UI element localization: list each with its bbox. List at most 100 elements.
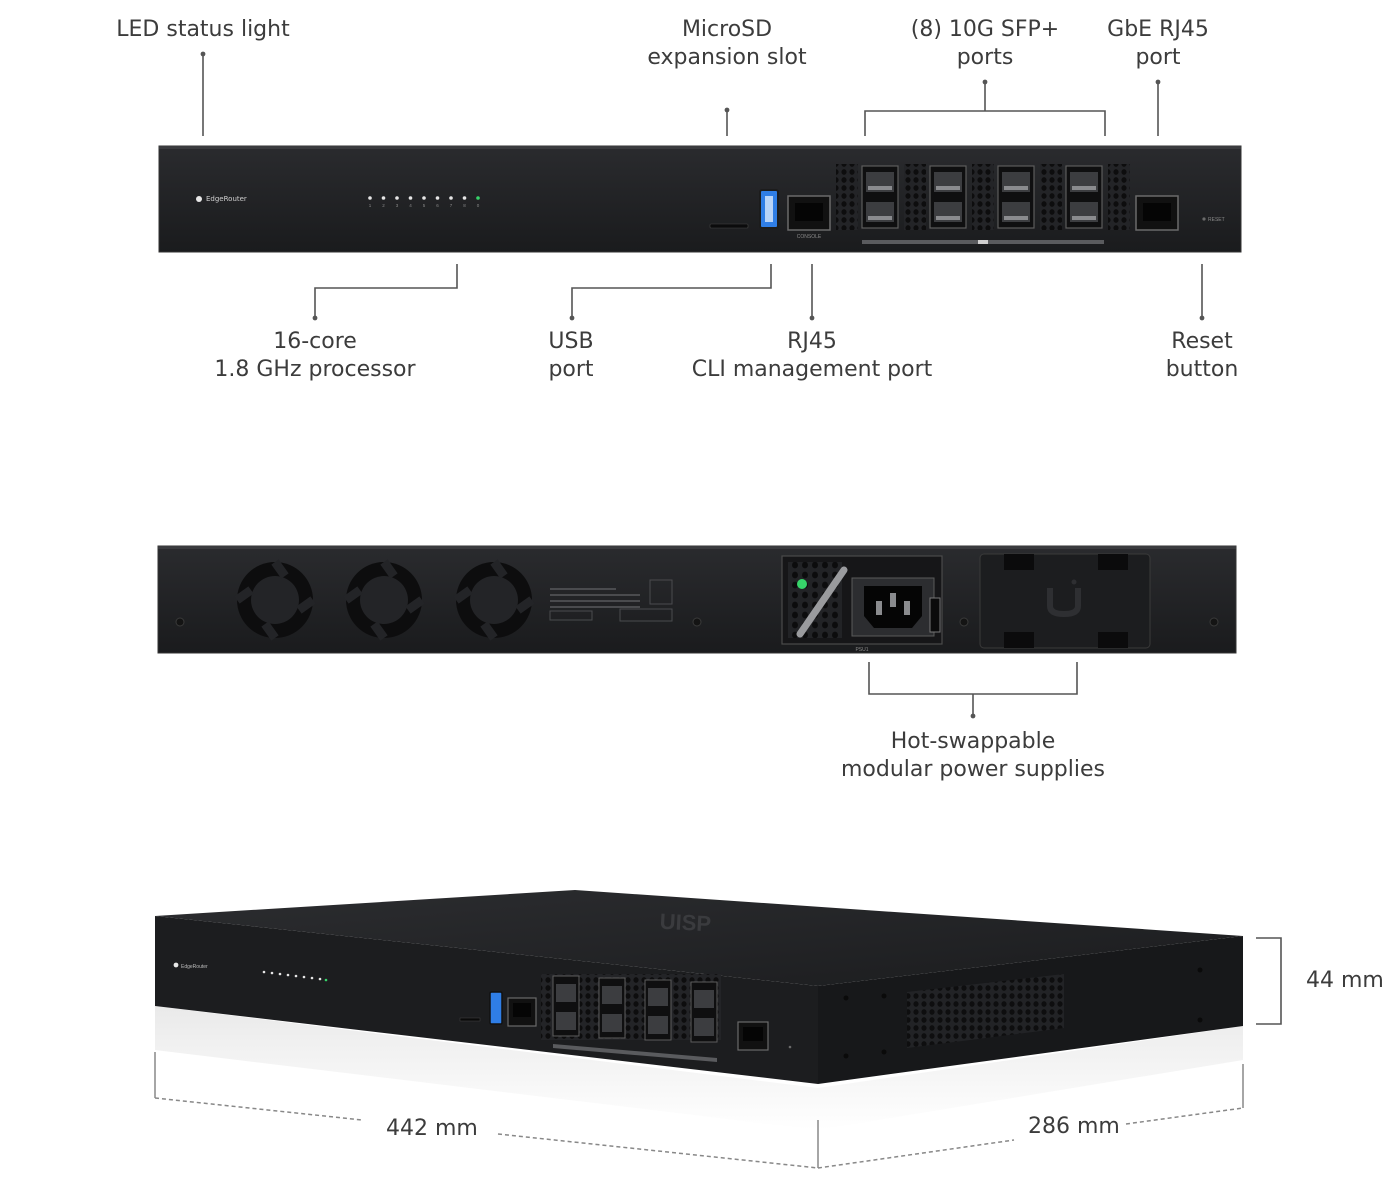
console-port-socket <box>795 203 823 221</box>
label-usb-port: USB port <box>511 328 631 384</box>
label-line: Hot-swappable <box>890 729 1056 754</box>
brand-u-icon <box>1047 588 1081 618</box>
led-3 <box>395 196 399 200</box>
led-row: 1 2 3 4 5 6 7 8 0 <box>368 196 480 208</box>
console-label: CONSOLE <box>797 234 822 240</box>
sfp-block-3d <box>541 974 721 1062</box>
screw-icon <box>692 617 702 627</box>
label-line: (8) 10G SFP+ <box>910 17 1060 42</box>
screw-icon <box>1209 617 1219 627</box>
label-line: MicroSD <box>681 17 773 42</box>
leader-dots <box>200 51 1205 321</box>
sfp-cage <box>929 165 967 229</box>
fan-icon <box>453 559 535 641</box>
dimension-depth: 286 mm <box>1024 1114 1124 1139</box>
label-line: GbE RJ45 <box>1107 17 1209 42</box>
label-console-port: RJ45 CLI management port <box>672 328 952 384</box>
label-line: ports <box>956 45 1014 70</box>
screw-icon <box>959 617 969 627</box>
label-line: button <box>1165 357 1239 382</box>
rear-panel: PSU1 <box>157 545 1237 654</box>
leader-processor <box>314 264 458 316</box>
label-gbe-port: GbE RJ45 port <box>1078 16 1238 72</box>
psu-blank-module <box>979 553 1151 649</box>
label-line: LED status light <box>116 17 290 42</box>
dimension-width: 442 mm <box>382 1116 482 1141</box>
led-8 <box>462 196 467 200</box>
led-2 <box>381 196 386 200</box>
dimension-height: 44 mm <box>1302 968 1388 993</box>
label-processor: 16-core 1.8 GHz processor <box>195 328 435 384</box>
reset-label: RESET <box>1208 217 1225 223</box>
led-number: 4 <box>409 203 412 208</box>
usb-port-insert <box>765 196 773 222</box>
brand-logo-icon <box>196 196 202 202</box>
screw-icon <box>175 617 185 627</box>
label-line: port <box>1135 45 1181 70</box>
label-line: port <box>548 357 594 382</box>
led-5 <box>422 196 426 200</box>
led-1 <box>368 196 372 200</box>
led-7 <box>449 196 453 200</box>
led-number: 0 <box>477 203 480 208</box>
reset-button <box>1202 217 1206 221</box>
led-number: 3 <box>396 203 399 208</box>
label-sfp-ports: (8) 10G SFP+ ports <box>885 16 1085 72</box>
led-number: 2 <box>382 203 385 208</box>
label-line: Reset <box>1171 329 1233 354</box>
sfp-cage <box>861 165 899 229</box>
side-vent <box>907 974 1064 1048</box>
led-number: 5 <box>423 203 426 208</box>
microsd-slot <box>709 223 749 229</box>
label-line: expansion slot <box>647 45 807 70</box>
led-6 <box>435 196 440 200</box>
label-line: RJ45 <box>787 329 837 354</box>
fan-icon <box>343 559 425 641</box>
led-number: 7 <box>450 203 453 208</box>
led-number: 1 <box>369 203 372 208</box>
led-number: 6 <box>436 203 439 208</box>
chassis-front <box>155 916 818 1084</box>
psu-handle <box>796 566 848 638</box>
brand-logo-icon <box>173 962 179 968</box>
front-leader-lines <box>202 56 1203 316</box>
label-line: CLI management port <box>691 357 933 382</box>
gbe-port-socket <box>1143 203 1171 221</box>
front-panel: EdgeRouter 1 2 3 4 5 6 7 8 0 <box>158 145 1242 253</box>
label-power-supplies: Hot-swappable modular power supplies <box>833 728 1113 784</box>
leader-psu <box>868 662 1078 695</box>
label-line: 1.8 GHz processor <box>214 357 416 382</box>
label-line: 16-core <box>273 329 357 354</box>
spec-label <box>549 579 673 622</box>
label-microsd-slot: MicroSD expansion slot <box>627 16 827 72</box>
chassis-top <box>155 890 1243 986</box>
led-0 <box>476 196 480 200</box>
top-logo: UISP <box>659 909 712 937</box>
psu-module: PSU1 <box>781 555 943 653</box>
width-dimension-line <box>154 1052 819 1169</box>
depth-dimension-line <box>817 1064 1244 1169</box>
height-dimension-line <box>1256 937 1282 1025</box>
label-reset-button: Reset button <box>1142 328 1262 384</box>
perspective-view: UISP EdgeRouter <box>155 890 1243 1130</box>
sfp-cage <box>1065 165 1103 229</box>
psu-led <box>797 579 807 589</box>
label-line: USB <box>548 329 594 354</box>
fan-icon <box>234 559 316 641</box>
rear-leader-lines <box>868 662 1078 714</box>
label-line: modular power supplies <box>841 757 1105 782</box>
usb-port-3d <box>489 991 503 1025</box>
sfp-cage <box>997 165 1035 229</box>
label-led-status-light: LED status light <box>103 16 303 44</box>
sfp-block <box>836 164 1130 244</box>
psu-label: PSU1 <box>855 647 868 653</box>
led-4 <box>408 196 413 200</box>
brand-text: EdgeRouter <box>206 195 247 203</box>
leader-sfp <box>864 110 1106 136</box>
led-number: 8 <box>463 203 466 208</box>
leader-usb <box>571 264 772 316</box>
led-row-3d <box>262 970 328 982</box>
brand-text-3d: EdgeRouter <box>181 964 208 970</box>
